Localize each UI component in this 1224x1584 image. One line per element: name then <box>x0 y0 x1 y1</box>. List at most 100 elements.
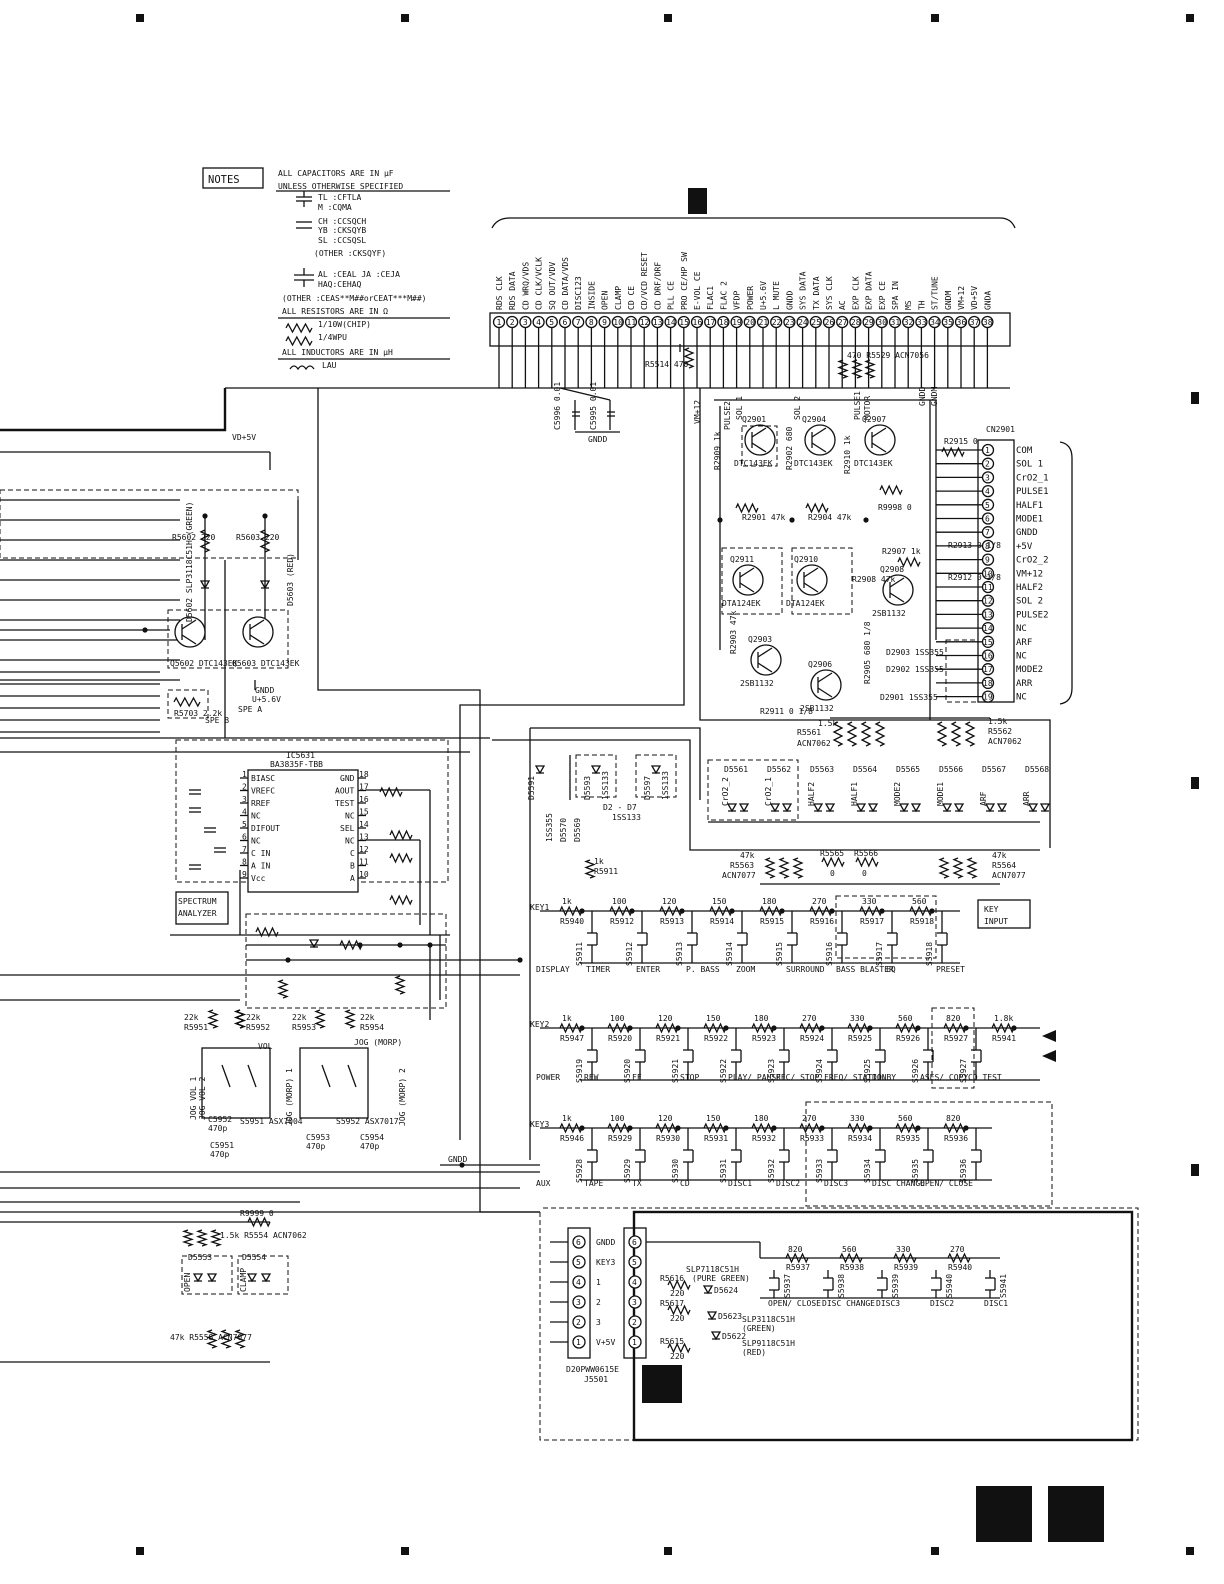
dashed-board-disc <box>539 1207 1139 1441</box>
key-input-title: INPUT <box>984 917 1008 926</box>
r5561-value: 1.5k <box>818 719 837 728</box>
cn2901-pin <box>981 443 995 457</box>
1ss355-label: 1SS355 <box>545 813 554 842</box>
key-row1-switch <box>837 925 848 953</box>
connector-pin-number: 10 <box>613 318 623 327</box>
connector-signal-label: DISC123 <box>574 276 583 310</box>
vm12-label: VM+12 <box>693 400 702 424</box>
q5602-label: Q5602 DTC143EK <box>170 659 238 668</box>
ic5631-pin-number: 13 <box>359 833 369 842</box>
connector-pin-number: 32 <box>904 318 914 327</box>
disc-res-ref: R5940 <box>948 1263 972 1272</box>
cn2901-bracket <box>1059 441 1073 705</box>
ic5631-pin-number: 11 <box>359 858 369 867</box>
junction-dot <box>863 517 869 523</box>
ic-resistor <box>379 786 403 798</box>
cn2901-pin-name: HALF1 <box>1016 501 1043 511</box>
cn2901-pin <box>981 526 995 539</box>
key-row2-res-value: 180 <box>754 1014 769 1023</box>
key-row2-res-value: 150 <box>706 1014 721 1023</box>
cn2901-pin <box>981 539 995 553</box>
jog-morp2-label: JOG (MORP) 2 <box>398 1068 407 1126</box>
right-transistor-ref: Q2904 <box>802 415 826 424</box>
key-row1-res-ref: R5940 <box>560 917 584 926</box>
cn2901-pin-number: 15 <box>983 638 993 647</box>
junction-dot <box>723 1125 729 1131</box>
connector-signal-label: MS <box>904 300 913 310</box>
vol-switch-box <box>201 1047 271 1119</box>
key-row1-resistor <box>559 905 583 917</box>
array-diode <box>941 803 953 813</box>
cn2901-pin-name: +5V <box>1016 542 1033 552</box>
cn2901-pin-name: MODE2 <box>1016 665 1043 675</box>
array-pullup <box>950 721 962 747</box>
right-transistor-ref: Q2908 <box>880 565 904 574</box>
legend-wpu-resistor <box>285 335 313 347</box>
clamp-label: CLAMP <box>239 1268 248 1292</box>
array-pulldown <box>952 857 964 879</box>
connector-signal-label: SQ OUT/VDV <box>548 262 557 310</box>
disc-switch-ref: S5937 <box>783 1274 792 1298</box>
array-diode-ref: D5563 <box>810 765 834 774</box>
transistor-collector <box>817 672 833 683</box>
key-row2-switch <box>587 1042 598 1070</box>
array-diode-name: ARF <box>979 791 988 806</box>
key-row3-res-ref: R5929 <box>608 1134 632 1143</box>
dashed-box-q2911 <box>721 547 783 615</box>
r5911-ref: R5911 <box>594 867 618 876</box>
cn2901-pin-name: HALF2 <box>1016 583 1043 593</box>
array-diode-ref: D5565 <box>896 765 920 774</box>
key-row1-switch <box>937 925 948 953</box>
key-row3-resistor <box>751 1122 775 1134</box>
key-row3-resistor <box>703 1122 727 1134</box>
diode <box>590 765 602 775</box>
key-row3-resistor <box>847 1122 871 1134</box>
transistor-emitter <box>751 442 767 453</box>
vol-res-value: 22k <box>246 1013 261 1022</box>
junction-dot <box>357 942 363 948</box>
r5558-label: 47k R5558 ACN7077 <box>170 1333 252 1342</box>
transistor-emitter <box>817 687 833 698</box>
j5501-pin <box>572 1235 586 1249</box>
key-row1-resistor <box>809 905 833 917</box>
d5553-label: D5553 <box>188 1253 212 1262</box>
right-res-label: R2911 0 1/8 <box>760 707 813 716</box>
key-row1-resistor <box>609 905 633 917</box>
cn2901-pin <box>981 512 995 525</box>
junction-dot <box>867 1125 873 1131</box>
cn2901-pin <box>981 471 995 484</box>
cn2901-pin-name: SOL 1 <box>1016 460 1043 470</box>
connector-signal-label: CD/VCD RESET <box>640 252 649 310</box>
key-row2-res-ref: R5926 <box>896 1034 920 1043</box>
gndd-vol-label: GNDD <box>448 1155 467 1164</box>
spe-b-label: SPE B <box>205 716 229 725</box>
connector-pin-number: 23 <box>785 318 795 327</box>
cn2901-pin <box>981 621 995 635</box>
key-row2-switch-ref: S5922 <box>719 1059 728 1083</box>
junction-dot <box>627 1125 633 1131</box>
key-row3-key-label: TX <box>632 1179 642 1188</box>
key-row2-key-label: FF <box>632 1073 642 1082</box>
connector-pin-number: 19 <box>732 318 742 327</box>
junction-dot <box>729 908 735 914</box>
connector-signal-label: VFDP <box>733 291 742 310</box>
key-row2-resistor <box>991 1022 1015 1034</box>
disc-led-color: (RED) <box>742 1348 766 1357</box>
r5640 <box>277 979 289 999</box>
junction-dot <box>459 1162 465 1168</box>
disc-key-label: DISC CHANGE <box>822 1299 875 1308</box>
array-diode-name: CrO2_1 <box>764 777 773 806</box>
dashed-box-q2901 <box>741 425 778 467</box>
array-diode-name: HALF2 <box>807 782 816 806</box>
ic5631-pin-name: RREF <box>251 799 270 808</box>
junction-dot <box>779 908 785 914</box>
connector-signal-label: CLAMP <box>614 286 623 310</box>
open-label: OPEN <box>183 1273 192 1292</box>
cn2901-pin-number: 9 <box>985 556 990 565</box>
disc-led-res-value: 220 <box>670 1289 685 1298</box>
j5501-pin <box>628 1255 642 1269</box>
right-res-label: R2910 1k <box>843 435 852 474</box>
key-row2-res-value: 560 <box>898 1014 913 1023</box>
junction-dot <box>397 942 403 948</box>
j5501-pin-name: 2 <box>596 1298 601 1307</box>
